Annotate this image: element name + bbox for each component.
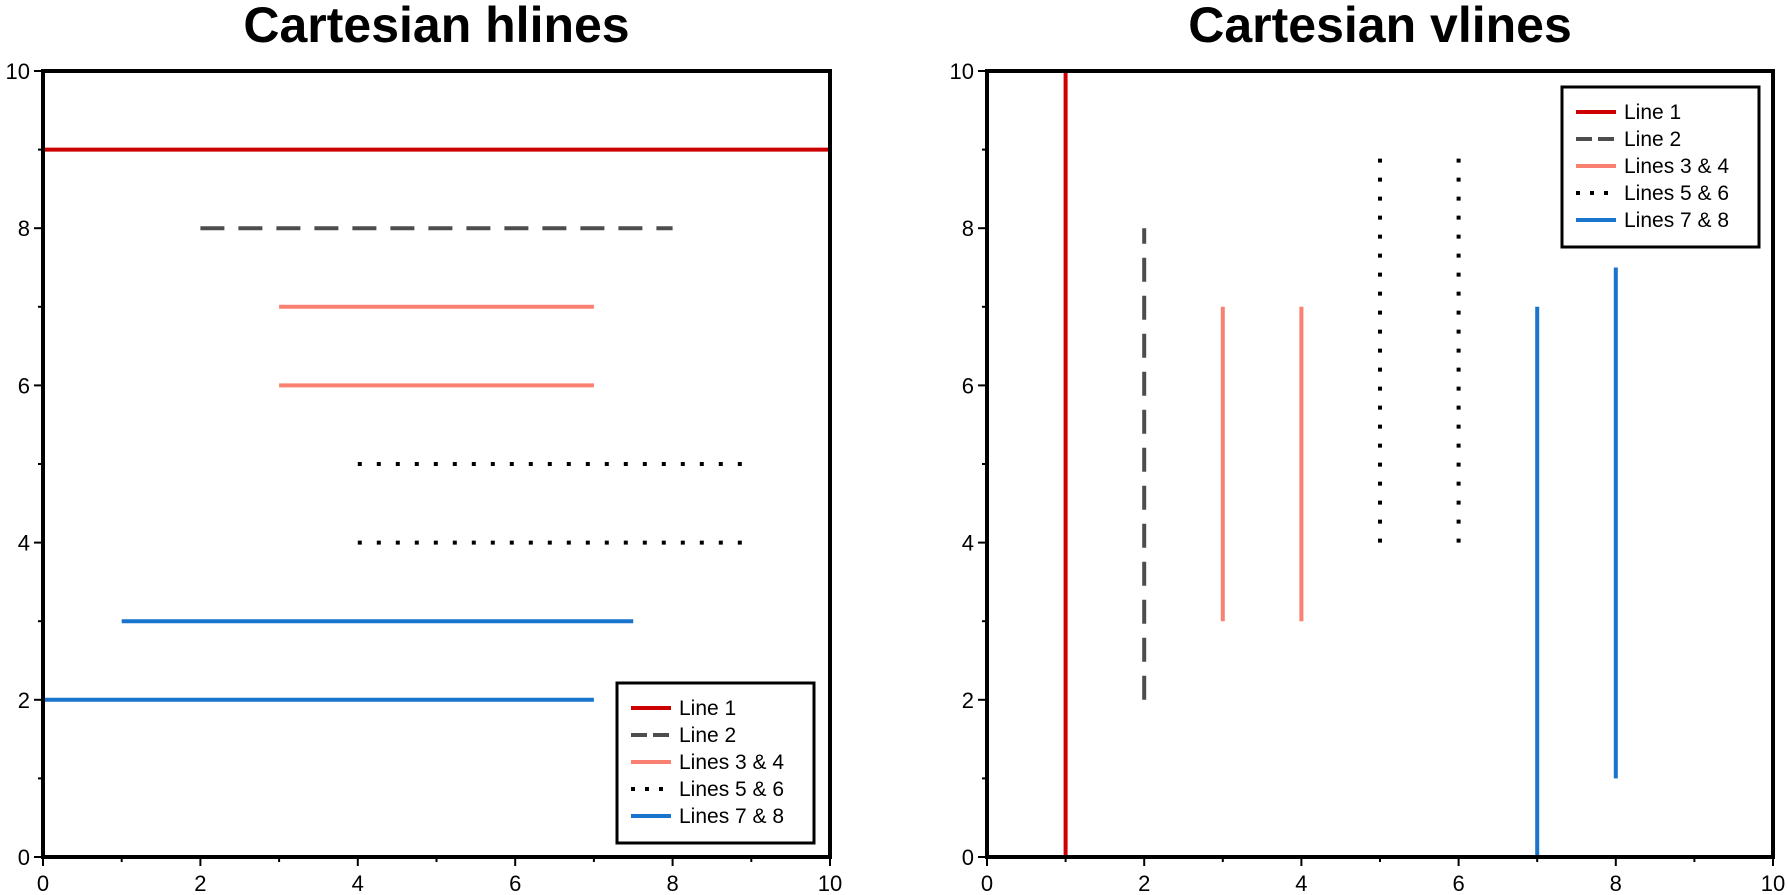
legend-label: Lines 5 & 6 (679, 778, 784, 801)
y-tick-label: 6 (962, 373, 974, 398)
legend-label: Line 2 (1624, 128, 1681, 151)
y-tick-label: 4 (18, 531, 30, 556)
legend: Line 1 Line 2 Lines 3 & 4 Lines 5 & 6 Lines … (1560, 85, 1761, 249)
y-tick-label: 6 (18, 373, 30, 398)
y-tick-label: 8 (962, 216, 974, 241)
y-tick-label: 10 (950, 59, 974, 84)
x-tick-label: 8 (666, 871, 678, 895)
chart-title: Cartesian vlines (1188, 0, 1572, 53)
x-tick-label: 2 (1138, 871, 1150, 895)
y-tick-label: 0 (962, 845, 974, 870)
x-tick-label: 8 (1610, 871, 1622, 895)
legend-label: Lines 7 & 8 (1624, 209, 1729, 232)
legend: Line 1 Line 2 Lines 3 & 4 Lines 5 & 6 Lines … (615, 681, 816, 845)
y-tick-label: 4 (962, 531, 974, 556)
legend-label: Line 1 (679, 697, 736, 720)
x-tick-label: 0 (37, 871, 49, 895)
chart-title: Cartesian hlines (243, 0, 629, 53)
x-tick-label: 4 (1295, 871, 1307, 895)
x-tick-label: 4 (352, 871, 364, 895)
y-tick-label: 2 (18, 688, 30, 713)
x-tick-label: 2 (194, 871, 206, 895)
x-tick-label: 10 (818, 871, 842, 895)
legend-label: Lines 3 & 4 (1624, 155, 1729, 178)
legend-label: Lines 5 & 6 (1624, 182, 1729, 205)
x-tick-label: 6 (1452, 871, 1464, 895)
y-tick-label: 2 (962, 688, 974, 713)
y-tick-label: 10 (6, 59, 30, 84)
legend-label: Lines 3 & 4 (679, 751, 784, 774)
y-tick-label: 8 (18, 216, 30, 241)
x-tick-label: 10 (1761, 871, 1785, 895)
legend-label: Line 2 (679, 724, 736, 747)
legend-label: Lines 7 & 8 (679, 805, 784, 828)
y-tick-label: 0 (18, 845, 30, 870)
x-tick-label: 6 (509, 871, 521, 895)
x-tick-label: 0 (981, 871, 993, 895)
legend-label: Line 1 (1624, 101, 1681, 124)
